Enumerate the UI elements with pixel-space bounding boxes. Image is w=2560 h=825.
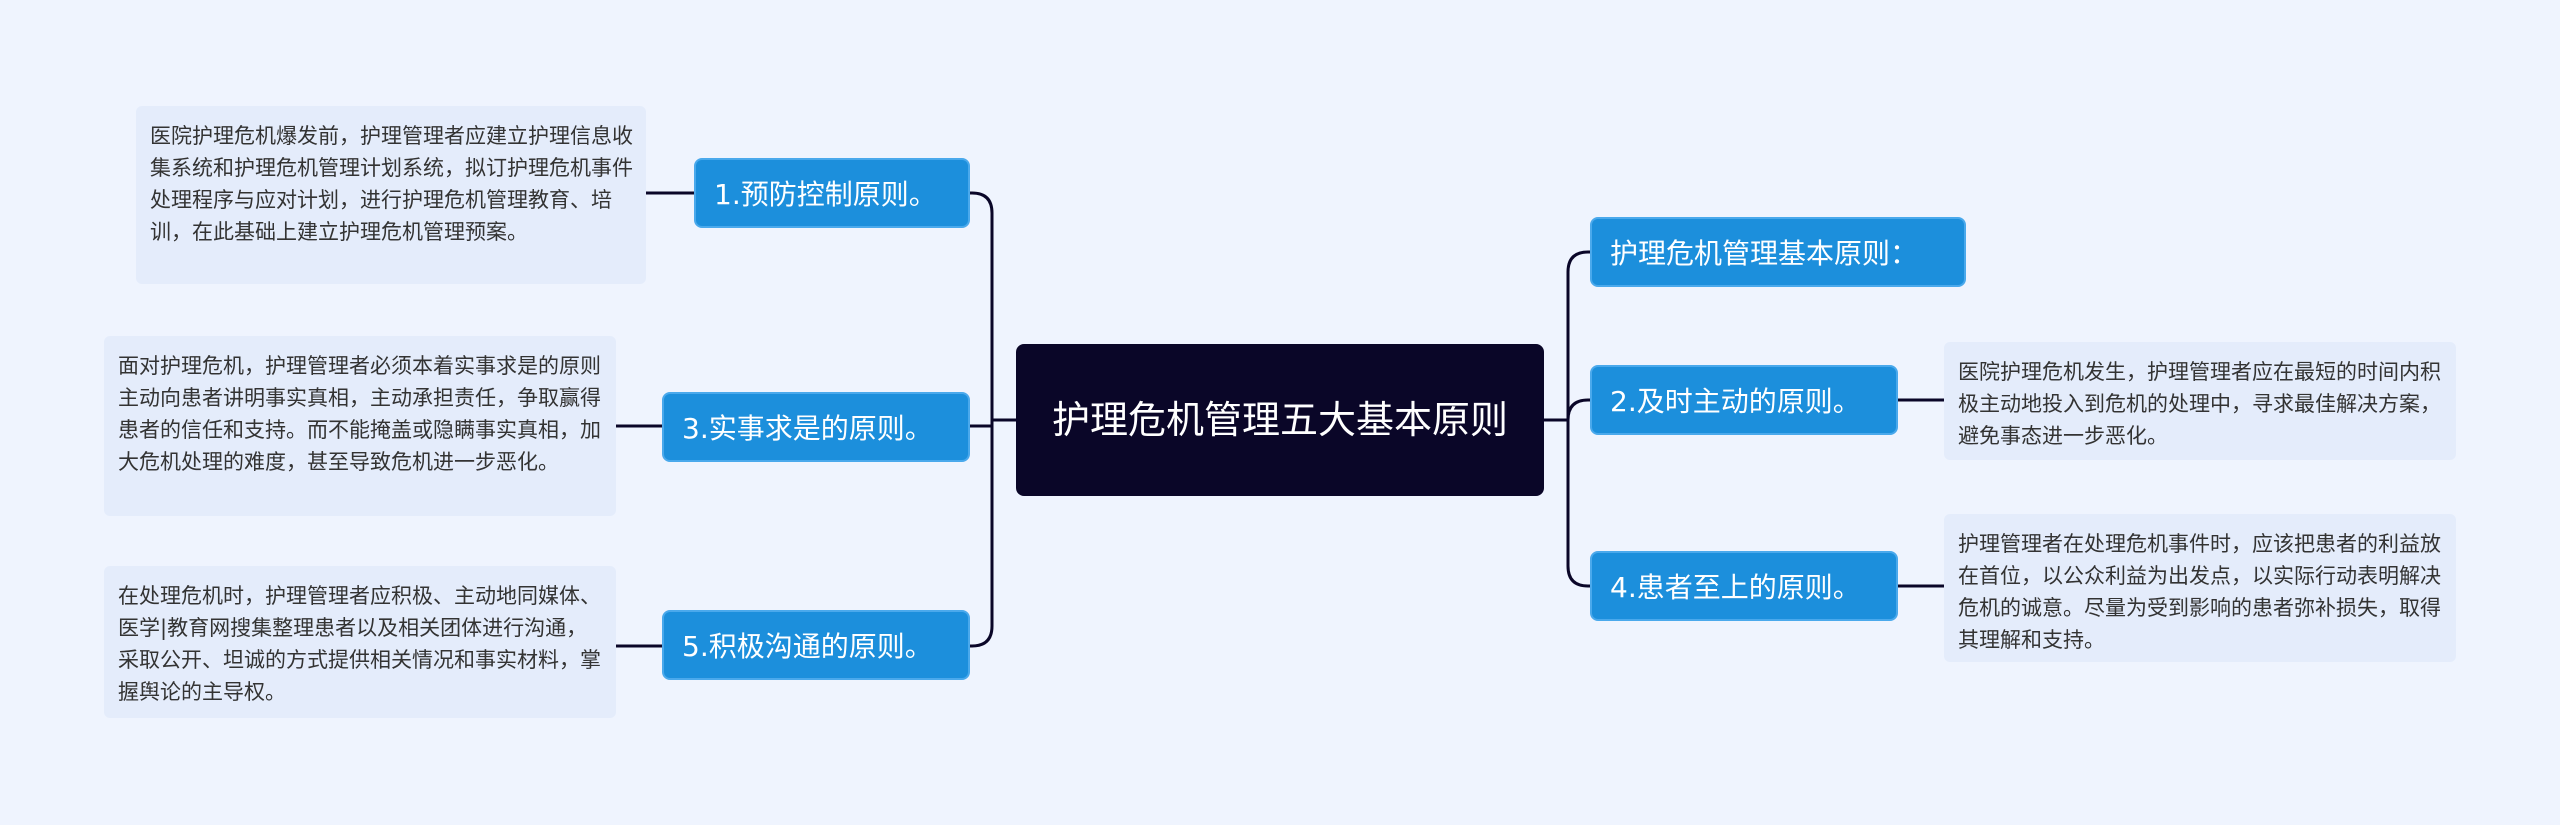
connector-root-b2 <box>1566 398 1591 421</box>
detail-text: 护理管理者在处理危机事件时，应该把患者的利益放在首位，以公众利益为出发点，以实际… <box>1958 532 2441 652</box>
branch-patient-first[interactable]: 4.患者至上的原则。 <box>1590 551 1898 621</box>
detail-text: 医院护理危机发生，护理管理者应在最短的时间内积极主动地投入到危机的处理中，寻求最… <box>1958 360 2441 448</box>
branch-label: 1.预防控制原则。 <box>714 178 937 211</box>
branch-seek-truth[interactable]: 3.实事求是的原则。 <box>662 392 970 462</box>
branch-label: 5.积极沟通的原则。 <box>682 630 933 663</box>
connector-root-b1 <box>968 191 1016 422</box>
detail-timely-initiative[interactable]: 医院护理危机发生，护理管理者应在最短的时间内积极主动地投入到危机的处理中，寻求最… <box>1944 342 2456 460</box>
branch-label: 4.患者至上的原则。 <box>1610 571 1861 604</box>
detail-patient-first[interactable]: 护理管理者在处理危机事件时，应该把患者的利益放在首位，以公众利益为出发点，以实际… <box>1944 514 2456 662</box>
root-topic-label: 护理危机管理五大基本原则 <box>1051 398 1508 442</box>
root-topic[interactable]: 护理危机管理五大基本原则 <box>1016 344 1544 496</box>
detail-text: 面对护理危机，护理管理者必须本着实事求是的原则主动向患者讲明事实真相，主动承担责… <box>118 354 601 474</box>
branch-label: 护理危机管理基本原则： <box>1610 237 1919 270</box>
connector-root-b5 <box>968 420 994 648</box>
detail-active-communication[interactable]: 在处理危机时，护理管理者应积极、主动地同媒体、医学|教育网搜集整理患者以及相关团… <box>104 566 616 718</box>
connector-root-right <box>1544 250 1591 422</box>
branch-basic-principles-heading[interactable]: 护理危机管理基本原则： <box>1590 217 1966 287</box>
detail-text: 医院护理危机爆发前，护理管理者应建立护理信息收集系统和护理危机管理计划系统，拟订… <box>150 124 633 244</box>
connector-root-b3 <box>968 420 994 428</box>
branch-label: 3.实事求是的原则。 <box>682 412 933 445</box>
connector-root-b4 <box>1566 420 1591 588</box>
branch-label: 2.及时主动的原则。 <box>1610 385 1861 418</box>
detail-text: 在处理危机时，护理管理者应积极、主动地同媒体、医学|教育网搜集整理患者以及相关团… <box>118 584 601 704</box>
detail-prevention-control[interactable]: 医院护理危机爆发前，护理管理者应建立护理信息收集系统和护理危机管理计划系统，拟订… <box>136 106 646 284</box>
branch-timely-initiative[interactable]: 2.及时主动的原则。 <box>1590 365 1898 435</box>
branch-prevention-control[interactable]: 1.预防控制原则。 <box>694 158 970 228</box>
branch-active-communication[interactable]: 5.积极沟通的原则。 <box>662 610 970 680</box>
detail-seek-truth[interactable]: 面对护理危机，护理管理者必须本着实事求是的原则主动向患者讲明事实真相，主动承担责… <box>104 336 616 516</box>
